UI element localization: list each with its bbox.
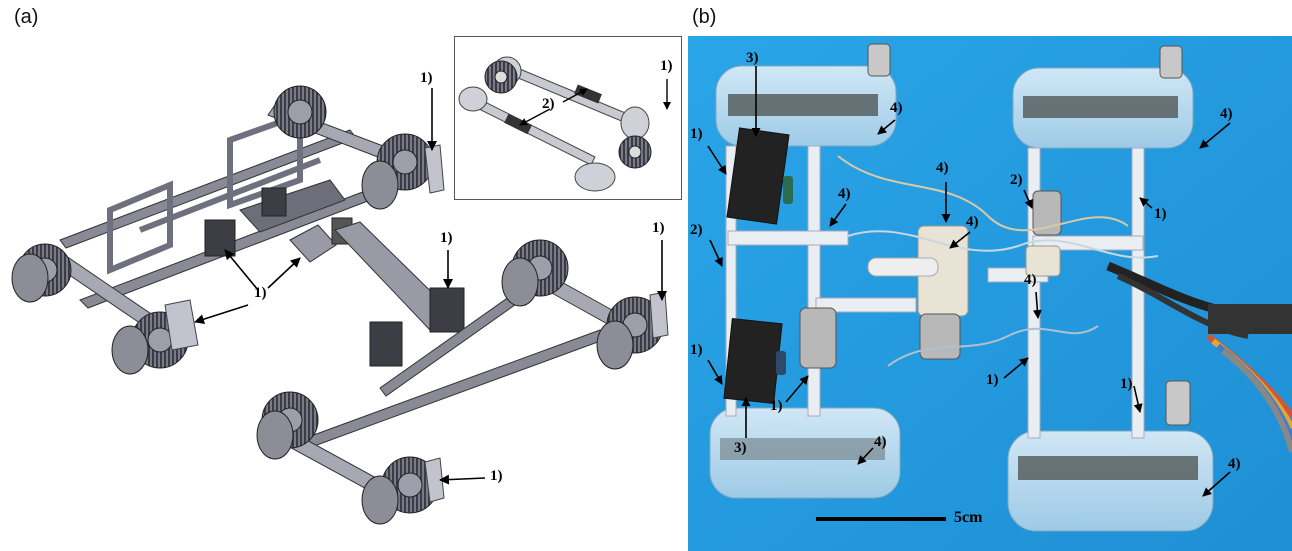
callout-b-4-bottom-left: 4) xyxy=(874,434,887,450)
inset-detail-box xyxy=(454,36,682,200)
callout-a-1-inset: 1) xyxy=(660,58,673,74)
callout-b-3-top: 3) xyxy=(746,50,759,66)
callout-b-4-top-right: 4) xyxy=(1220,106,1233,122)
callout-b-4-lower-joint: 4) xyxy=(1024,272,1037,288)
lower-chassis-module xyxy=(256,239,669,525)
scale-label: 5cm xyxy=(954,509,983,526)
callout-b-1-motor: 1) xyxy=(770,398,783,414)
callout-b-3-bottom: 3) xyxy=(734,440,747,456)
photo-svg xyxy=(688,36,1292,551)
callout-b-1-left-top: 1) xyxy=(690,126,703,142)
callout-a-2-inset: 2) xyxy=(542,96,555,112)
callout-b-2-right: 2) xyxy=(1010,172,1023,188)
panel-a-label: (a) xyxy=(14,6,39,28)
callout-a-1-topright: 1) xyxy=(420,70,433,86)
panel-a-arrows xyxy=(194,88,667,485)
callout-b-2-left: 2) xyxy=(690,222,703,238)
callout-a-1-arm: 1) xyxy=(440,230,453,246)
connecting-arm xyxy=(334,221,465,367)
callout-b-1-right-top: 1) xyxy=(1154,206,1167,222)
callout-a-1-bottom: 1) xyxy=(490,468,503,484)
callout-b-1-left-low: 1) xyxy=(690,342,703,358)
callout-b-4-center-top: 4) xyxy=(936,160,949,176)
callout-b-4-joint: 4) xyxy=(966,214,979,230)
track-housings xyxy=(709,65,1214,532)
callout-b-1-center-low: 1) xyxy=(986,372,999,388)
callout-b-4-top-left: 4) xyxy=(890,100,903,116)
callout-a-1-center: 1) xyxy=(254,285,267,301)
callout-b-1-right-low: 1) xyxy=(1120,376,1133,392)
panel-a-cad-drawing: 1) 1) 1) 1) 1) 1) 2) xyxy=(11,36,682,525)
upper-chassis-module xyxy=(11,85,445,375)
motors-top xyxy=(867,43,1191,426)
inset-svg xyxy=(458,56,671,192)
ribbon-cable xyxy=(1206,304,1292,453)
callout-a-1-right: 1) xyxy=(652,220,665,236)
callout-b-4-center-left: 4) xyxy=(838,186,851,202)
panel-b-photograph: 3) 4) 1) 4) 4) 4) 2) 4) 1) 2) 4) 1) 1) 1… xyxy=(688,36,1292,551)
central-joint xyxy=(799,190,1062,369)
panel-b-arrows xyxy=(707,66,1231,497)
callout-b-4-bottom-right: 4) xyxy=(1228,456,1241,472)
panel-b-label: (b) xyxy=(692,6,717,28)
cad-drawing-svg xyxy=(11,85,669,525)
